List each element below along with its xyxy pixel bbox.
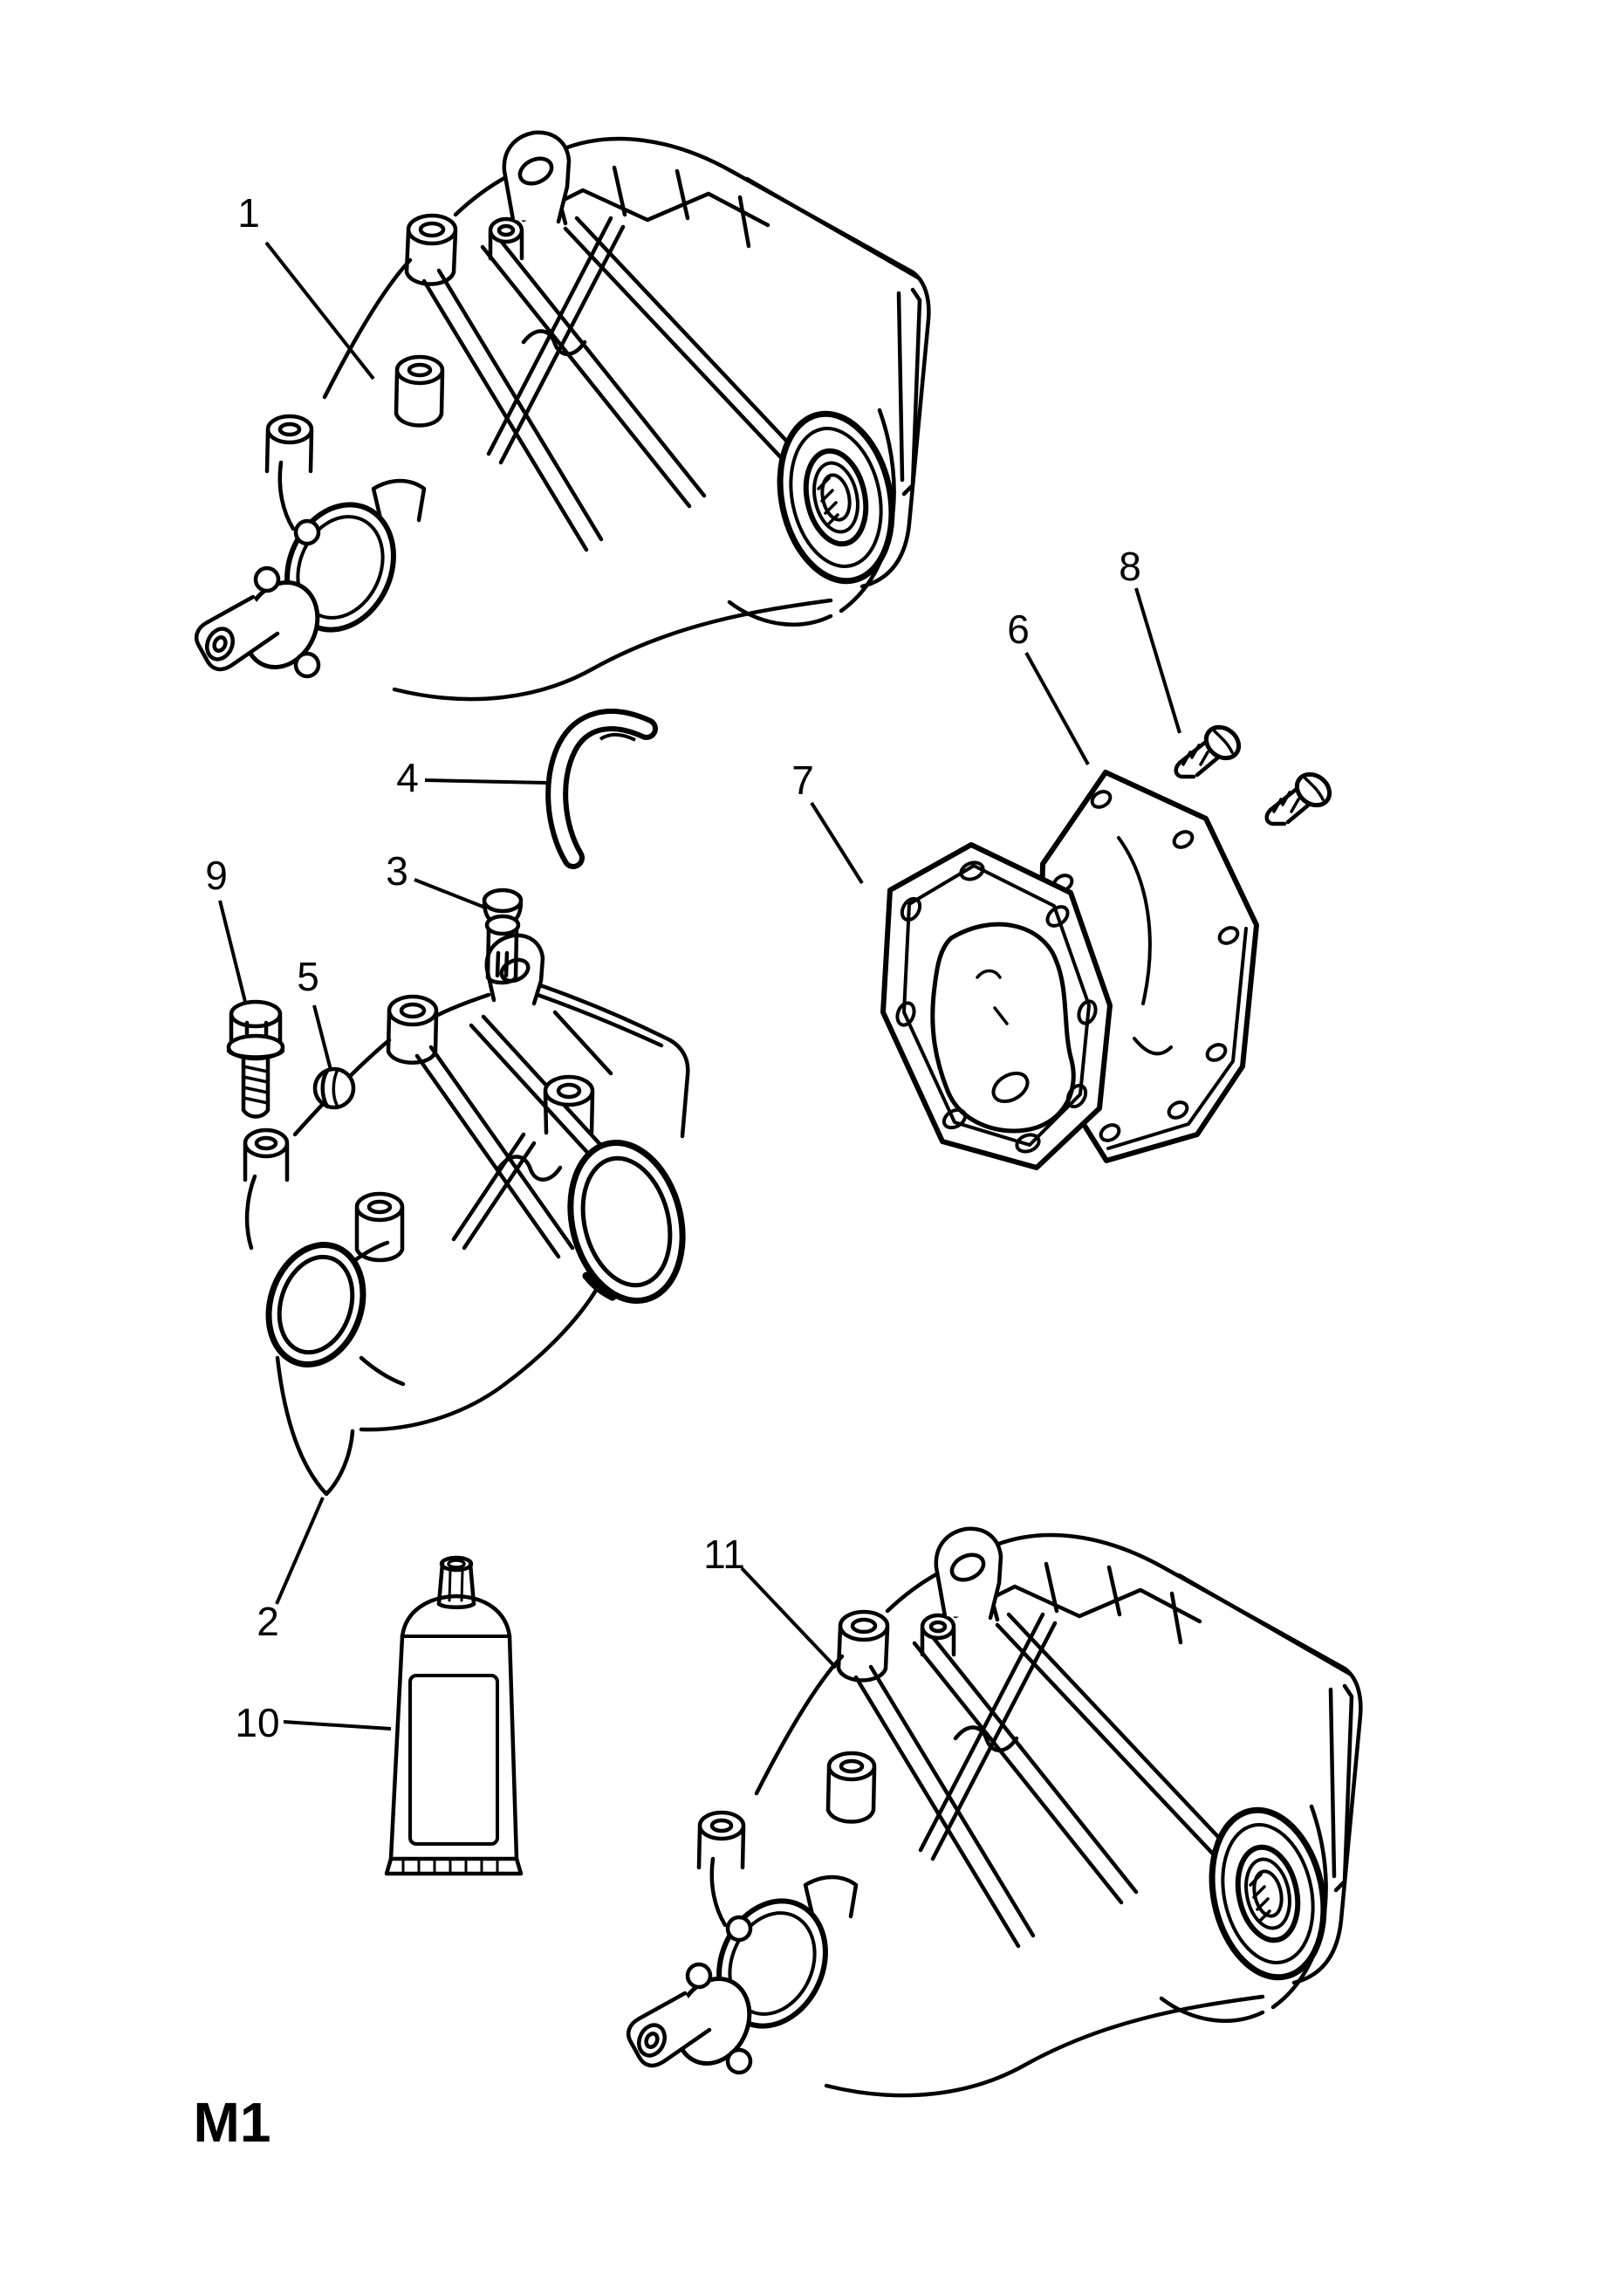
callout-9: 9 xyxy=(205,853,247,1003)
leader-line xyxy=(218,900,247,1003)
part-number-label: 6 xyxy=(1007,607,1030,652)
leader-line xyxy=(740,1566,838,1669)
leader-line xyxy=(810,801,864,885)
callout-layer: 1 2 3 4 5 6 7 8 9 10 11 xyxy=(205,190,1181,1745)
cover-bolt-drawing xyxy=(1174,724,1242,779)
plug-drawing xyxy=(312,1066,356,1110)
breather-valve-drawing xyxy=(482,888,524,985)
callout-4: 4 xyxy=(396,755,547,800)
callout-5: 5 xyxy=(297,954,332,1071)
part-number-label: 7 xyxy=(791,757,814,803)
callout-3: 3 xyxy=(386,848,486,909)
part-number-label: 11 xyxy=(703,1532,745,1577)
callout-7: 7 xyxy=(791,757,864,885)
hex-bolt-drawing xyxy=(226,999,285,1119)
part-number-label: 1 xyxy=(237,190,260,236)
part-number-label: 5 xyxy=(297,954,319,999)
leader-line xyxy=(283,1720,392,1731)
part-number-label: 2 xyxy=(257,1599,279,1644)
callout-6: 6 xyxy=(1007,607,1090,765)
leader-line xyxy=(275,1497,325,1605)
callout-11: 11 xyxy=(703,1532,838,1669)
final-drive-housing-drawing xyxy=(243,933,690,1497)
part-number-label: 9 xyxy=(205,853,228,898)
leader-line xyxy=(1134,587,1181,734)
leader-line xyxy=(424,778,547,785)
figure-code: M1 xyxy=(194,2091,271,2154)
part-number-label: 4 xyxy=(396,755,419,800)
final-drive-assembly-drawing xyxy=(196,133,928,699)
part-number-label: 3 xyxy=(386,848,408,894)
leader-line xyxy=(264,241,375,380)
breather-hose-drawing xyxy=(545,709,658,869)
part-number-label: 8 xyxy=(1119,544,1141,589)
callout-10: 10 xyxy=(235,1700,392,1745)
cover-gasket-drawing xyxy=(880,842,1113,1170)
callout-1: 1 xyxy=(237,190,375,380)
callout-8: 8 xyxy=(1119,544,1181,734)
sealant-tube-drawing xyxy=(384,1555,524,1876)
leader-line xyxy=(312,1004,332,1071)
leader-line xyxy=(414,878,486,909)
part-number-label: 10 xyxy=(235,1700,279,1745)
callout-2: 2 xyxy=(257,1497,325,1644)
final-drive-assembly-exchange-drawing xyxy=(628,1529,1360,2095)
leader-line xyxy=(1024,652,1090,765)
cover-bolt-drawing xyxy=(1264,771,1332,826)
